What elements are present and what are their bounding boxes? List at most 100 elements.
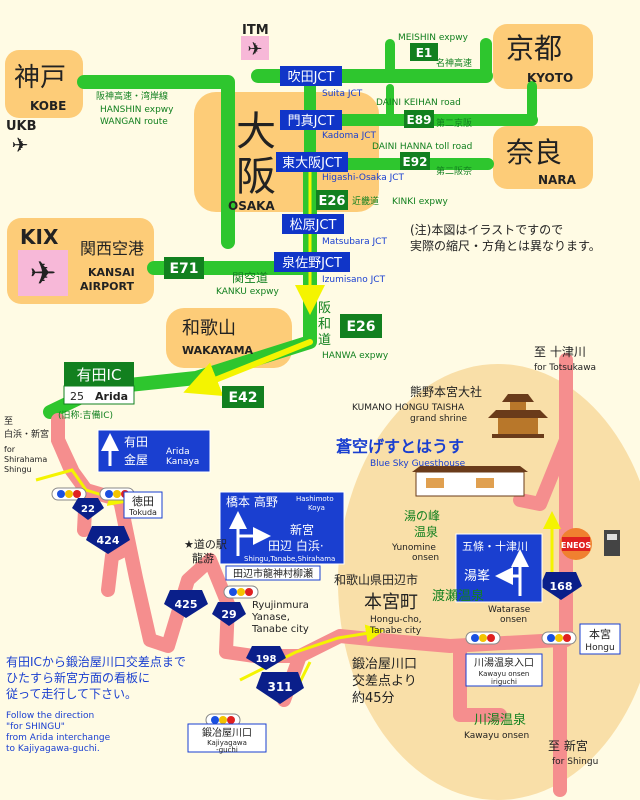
route-badges: E1 E89 E92 E26 E71 E26 E42 xyxy=(164,43,438,408)
directions-en-2: "for SHINGU" xyxy=(6,722,65,732)
meishin-en: MEISHIN expwy xyxy=(398,33,469,43)
hongucho-en-1: Hongu-cho, xyxy=(370,615,422,625)
ryujin-en-2: Yanase, xyxy=(251,612,290,623)
meishin-ja: 名神高速 xyxy=(436,57,472,69)
tokuda-ja: 徳田 xyxy=(132,495,154,508)
ryuyu: 龍游 xyxy=(192,551,214,565)
osaka-ja-1: 大 xyxy=(236,109,276,155)
kajiya-time-3: 約45分 xyxy=(352,691,395,706)
route-e1: E1 xyxy=(416,46,433,60)
hongucho-ja: 本宮町 xyxy=(364,592,418,613)
kix-ja: 関西空港 xyxy=(80,239,144,258)
hanwa-ja-2: 和 xyxy=(318,317,331,332)
sign-arida-ja: 有田 xyxy=(124,435,148,449)
yunomine-en-2: onsen xyxy=(412,553,439,563)
route-424: 424 xyxy=(97,534,120,547)
kobe-region xyxy=(5,50,83,118)
hanwa-en: HANWA expwy xyxy=(322,351,389,361)
kobe-ja: 神戸 xyxy=(14,63,66,93)
route-29: 29 xyxy=(221,608,236,621)
sign-kanaya-ja: 金屋 xyxy=(124,452,148,467)
kinki-en: KINKI expwy xyxy=(392,197,448,207)
arida-ic-old: (旧称:吉備IC) xyxy=(58,409,113,421)
route-e89: E89 xyxy=(407,113,432,127)
shirahama-en-2: Shirahama xyxy=(4,455,47,464)
guesthouse-ja: 蒼空げすとはうす xyxy=(336,437,464,456)
suita-jct-en: Suita JCT xyxy=(322,89,363,99)
directions-en-1: Follow the direction xyxy=(6,711,94,721)
kawayu-iri-ja: 川湯温泉入口 xyxy=(474,656,534,669)
daini-keihan-ja: 第二京阪 xyxy=(436,117,472,129)
tanabe-pref: 和歌山県田辺市 xyxy=(334,572,418,587)
sign-koya-en: Koya xyxy=(308,504,325,512)
kyoto-en: KYOTO xyxy=(527,71,573,85)
sign-gojo: 五條・十津川 xyxy=(462,539,528,553)
yunomine-en-1: Yunomine xyxy=(391,543,436,553)
kadoma-jct-en: Kadoma JCT xyxy=(322,131,377,141)
kyoto-ja: 京都 xyxy=(506,32,562,65)
hanwa-ja-3: 道 xyxy=(318,333,331,348)
suita-jct: 吹田JCT xyxy=(288,70,335,85)
eneos-icon: ENEOS xyxy=(560,528,620,560)
watarase-en-1: Watarase xyxy=(488,605,531,615)
wakayama-ja: 和歌山 xyxy=(182,318,236,339)
arida-ic-sign: 有田IC 25 Arida (旧称:吉備IC) xyxy=(58,362,135,421)
higashi-osaka-jct-en: Higashi-Osaka JCT xyxy=(322,173,405,183)
kadoma-jct: 門真JCT xyxy=(288,114,335,129)
kumano-en-2: grand shrine xyxy=(410,414,468,424)
michinoeki: ★道の駅 xyxy=(184,537,227,551)
shingu-bottom-en: for Shingu xyxy=(552,757,598,767)
directions-ja-1: 有田ICから鍛治屋川口交差点まで xyxy=(6,654,186,669)
shirahama-en-1: for xyxy=(4,445,16,454)
itm-airplane-icon: ITM ✈ xyxy=(241,23,269,60)
matsubara-jct: 松原JCT xyxy=(290,218,337,233)
junction-boxes: 吹田JCT Suita JCT 門真JCT Kadoma JCT 東大阪JCT … xyxy=(274,66,405,285)
kumano-ja: 熊野本宮大社 xyxy=(410,384,482,399)
kyoto-region xyxy=(493,24,593,89)
nara-en: NARA xyxy=(538,173,577,187)
hanwa-ja-1: 阪 xyxy=(318,301,331,316)
kobe-en: KOBE xyxy=(30,99,66,113)
daini-keihan-en: DAINI KEIHAN road xyxy=(376,98,461,108)
daini-hanna-ja: 第二阪奈 xyxy=(436,165,472,177)
route-e26-lower: E26 xyxy=(346,319,375,335)
route-e71: E71 xyxy=(169,261,198,277)
osaka-ja-2: 阪 xyxy=(236,154,276,200)
kinki-ja: 近畿道 xyxy=(352,195,379,207)
arida-ic-en: Arida xyxy=(95,390,128,403)
arida-ic-ja: 有田IC xyxy=(77,366,122,384)
eneos-label: ENEOS xyxy=(561,541,591,550)
sign-arida-en: Arida xyxy=(166,447,190,457)
svg-text:✈: ✈ xyxy=(247,39,262,60)
hongu-box-en: Hongu xyxy=(585,643,614,653)
daini-hanna-en: DAINI HANNA toll road xyxy=(372,142,472,152)
kanku-en: KANKU expwy xyxy=(216,287,280,297)
wakayama-en: WAKAYAMA xyxy=(182,344,254,357)
sign-hashimoto-ja: 橋本 高野 xyxy=(226,494,278,509)
directions-ja-2: ひたすら新宮方面の看板に xyxy=(6,670,150,685)
totsukawa-en: for Totsukawa xyxy=(534,363,596,373)
sign-yunomine: 湯峯 xyxy=(464,569,490,584)
gojo-totsukawa-sign: 五條・十津川 湯峯 xyxy=(455,533,543,603)
kajiya-time-2: 交差点より xyxy=(352,673,417,689)
kajiya-en-2: -guchi xyxy=(216,746,238,754)
hanshin-en-1: HANSHIN expwy xyxy=(100,105,174,115)
shingu-bottom-ja: 至 新宮 xyxy=(548,738,588,753)
hashimoto-shingu-sign: 橋本 高野 Hashimoto Koya 新宮 田辺 白浜· Shingu,Ta… xyxy=(219,491,345,565)
route-425: 425 xyxy=(175,598,198,611)
shirahama-to: 至 xyxy=(4,416,13,427)
kix-en-2: AIRPORT xyxy=(80,280,134,293)
hanshin-en-2: WANGAN route xyxy=(100,117,168,127)
hanshin-ja: 阪神高速・湾岸線 xyxy=(96,90,168,102)
ryujin-en-1: Ryujinmura xyxy=(252,600,309,611)
watarase-en-2: onsen xyxy=(500,615,527,625)
svg-text:✈: ✈ xyxy=(12,133,29,157)
tokuda-en: Tokuda xyxy=(128,508,157,517)
guesthouse-icon xyxy=(412,466,528,497)
hongu-box-ja: 本宮 xyxy=(589,627,611,641)
kix-code: KIX xyxy=(20,225,59,249)
kawayu-ja: 川湯温泉 xyxy=(474,712,526,728)
itm-label: ITM xyxy=(242,23,269,38)
matsubara-jct-en: Matsubara JCT xyxy=(322,237,387,247)
